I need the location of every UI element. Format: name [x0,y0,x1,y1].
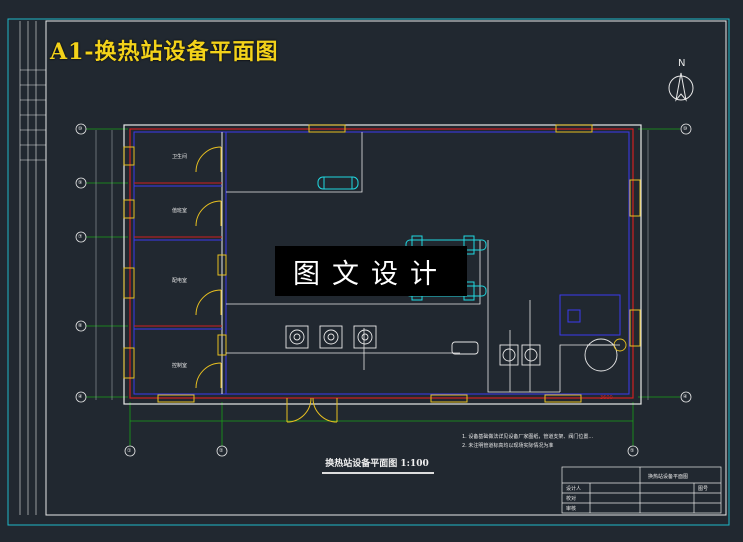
circulation-pumps [285,325,627,372]
grid-label-left-3: ⑦ [78,234,83,240]
doors [195,146,338,423]
north-arrow-icon [668,72,694,102]
grid-label-left-2: ⑨ [78,180,83,186]
watermark: 图文设计 [275,246,467,296]
grid-label-left-4: ⑧ [78,323,83,329]
exterior-lines [95,130,649,400]
water-tank [559,294,621,336]
note-1: 1. 设备基础做法详见设备厂家图纸，管道支架、阀门位置... [462,434,594,440]
grid-label-bottom-2: ② [219,448,224,454]
grid-label-right-2: ④ [683,394,688,400]
room-label-duty: 值班室 [172,208,188,214]
grid-label-left-1: ⑩ [78,126,83,132]
outer-frame [7,18,730,526]
grid-bubble-left-1 [75,123,87,135]
dimension-text: 3600 [600,395,613,401]
windows [123,124,641,403]
grid-bubble-left-5 [75,391,87,403]
grid-label-left-5: ④ [78,394,83,400]
grid-bubble-right-2 [680,391,692,403]
building-walls [123,124,642,405]
grid-bubble-bottom-3 [627,445,639,457]
grid-bubbles [75,123,692,457]
room-label-power: 配电室 [172,278,188,284]
title-block-row-1: 设计人 [566,486,582,492]
grid-bubble-bottom-2 [216,445,228,457]
title-block-row-2: 校对 [566,496,577,502]
title-block-header: 换热站设备平面图 [648,474,689,480]
interior-partitions [134,132,227,394]
axis-grid [86,128,680,446]
drawing-title: A1-换热站设备平面图 [50,39,279,65]
plan-caption: 换热站设备平面图 1:100 [325,459,429,469]
note-2: 2. 未注明管道标高均以现场实际情况为准 [462,443,554,449]
pipe-network [226,132,620,393]
drawing-notes: 1. 设备基础做法详见设备厂家图纸，管道支架、阀门位置... 2. 未注明管道标… [462,433,593,451]
title-block [561,466,722,514]
grid-label-bottom-1: ① [127,448,132,454]
binding-strip [19,21,46,515]
grid-bubble-left-3 [75,231,87,243]
title-block-stamp: 图号 [698,486,709,492]
inner-frame [45,20,727,516]
room-label-control: 控制室 [172,363,188,369]
room-label-toilet: 卫生间 [172,154,188,160]
grid-bubble-left-2 [75,177,87,189]
grid-bubble-bottom-1 [124,445,136,457]
north-label: N [678,58,686,69]
grid-label-right-1: ⑩ [683,126,688,132]
caption-underline [322,472,434,474]
title-block-row-3: 审核 [566,506,577,512]
grid-bubble-left-4 [75,320,87,332]
grid-label-bottom-3: ⑤ [630,448,635,454]
grid-bubble-right-1 [680,123,692,135]
